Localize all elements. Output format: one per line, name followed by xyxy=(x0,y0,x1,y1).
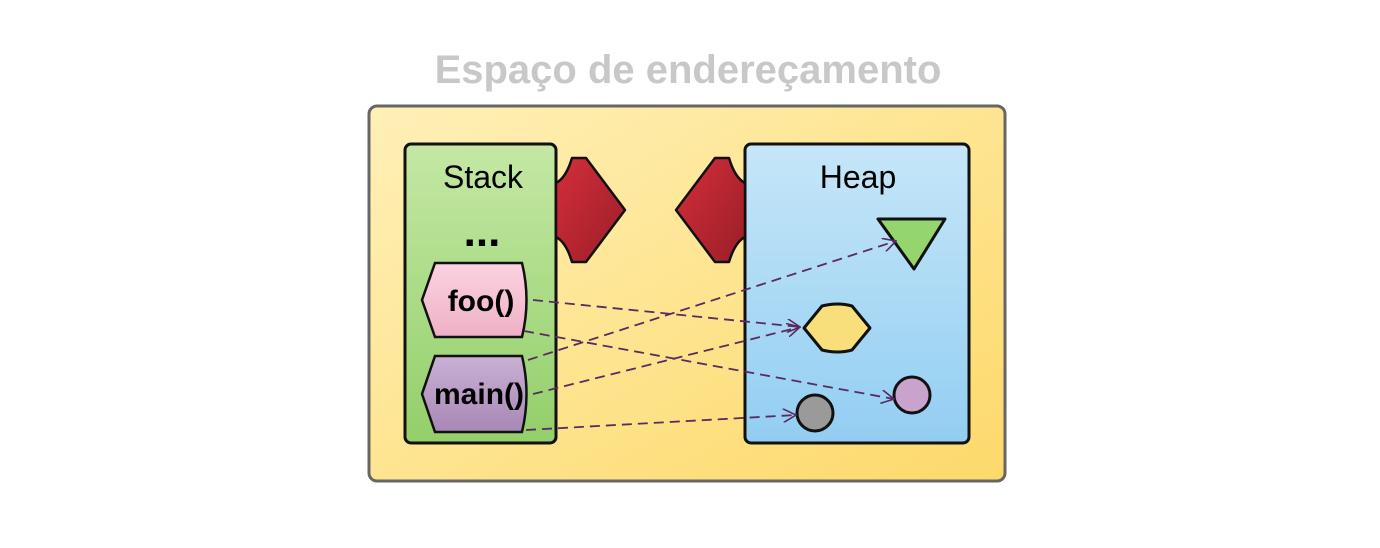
pointer-main-to-triangle xyxy=(527,241,896,361)
stack-frame-foo-label: foo() xyxy=(448,285,515,318)
stack-ellipsis: ... xyxy=(464,207,501,256)
stack-frame-main-label: main() xyxy=(434,378,524,411)
heap-object-circle-gray xyxy=(795,393,835,433)
stack-growth-arrow xyxy=(554,156,627,264)
pointer-foo-to-diamond xyxy=(532,299,800,327)
stack-label: Stack xyxy=(443,159,524,195)
heap-object-diamond xyxy=(802,302,872,354)
heap-object-circle-purple xyxy=(892,375,932,415)
pointer-main-to-gray-circle xyxy=(525,415,796,431)
pointer-main-to-diamond xyxy=(532,327,800,395)
pointer-foo-to-circle xyxy=(523,330,894,399)
stack-frame-main xyxy=(420,354,528,434)
diagram-title: Espaço de endereçamento xyxy=(435,48,942,92)
stack-frame-foo xyxy=(420,261,528,339)
heap-label: Heap xyxy=(820,159,897,195)
heap-growth-arrow xyxy=(674,156,747,264)
